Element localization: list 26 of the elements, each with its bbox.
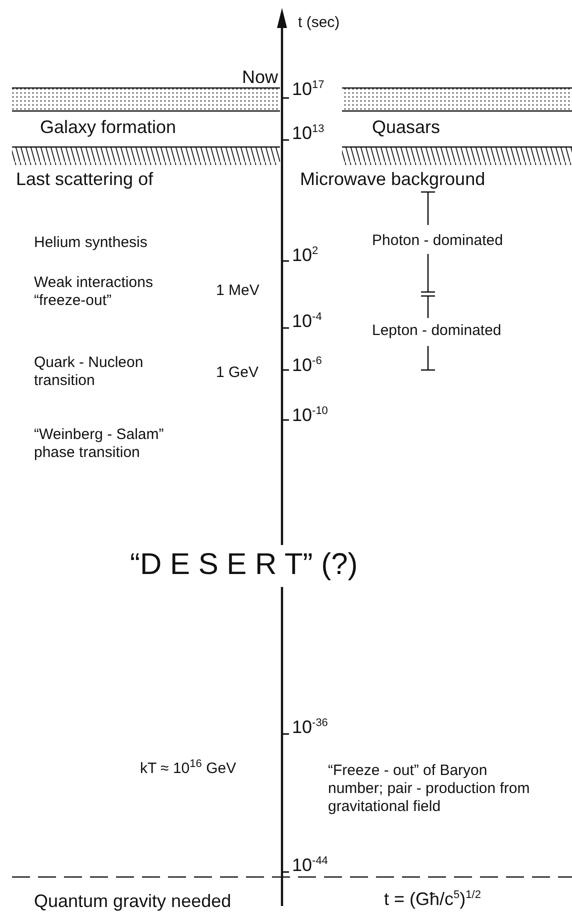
- tick-label: 10$^{2}$: [292, 246, 318, 264]
- energy-label: 1 GeV: [216, 364, 259, 382]
- era-label: Lepton - dominated: [372, 322, 502, 340]
- epoch-label: Microwave background: [300, 170, 486, 188]
- tick-label: 10$^{-44}$: [292, 856, 328, 874]
- event-label: Helium synthesis: [34, 234, 148, 252]
- era-label: Photon - dominated: [372, 232, 503, 250]
- epoch-label: Last scattering of: [16, 170, 154, 188]
- event-label: Weak interactions “freeze-out”: [34, 274, 154, 310]
- tick-label: 10$^{-6}$: [292, 356, 322, 374]
- epoch-label: Now: [240, 68, 278, 86]
- axis-title: t (sec): [298, 14, 340, 32]
- energy-label: kT ≈ 10$^{16}$ GeV: [140, 760, 236, 778]
- energy-label: 1 MeV: [216, 282, 260, 300]
- tick-label: 10$^{-10}$: [292, 406, 328, 424]
- event-label: “Freeze - out” of Baryon number; pair - production from gravitational field: [328, 762, 531, 816]
- epoch-label: Quasars: [372, 118, 440, 136]
- formula: t = (Għ/c$^{5}$)$^{1/2}$: [384, 890, 481, 908]
- epoch-label: Galaxy formation: [40, 118, 176, 136]
- tick-label: 10$^{17}$: [292, 80, 324, 98]
- event-label: Quark - Nucleon transition: [34, 354, 144, 390]
- tick-label: 10$^{-4}$: [292, 312, 322, 330]
- epoch-label: Quantum gravity needed: [34, 892, 232, 910]
- event-label: “Weinberg - Salam” phase transition: [34, 426, 165, 462]
- tick-label: 10$^{-36}$: [292, 718, 328, 736]
- tick-label: 10$^{13}$: [292, 124, 324, 142]
